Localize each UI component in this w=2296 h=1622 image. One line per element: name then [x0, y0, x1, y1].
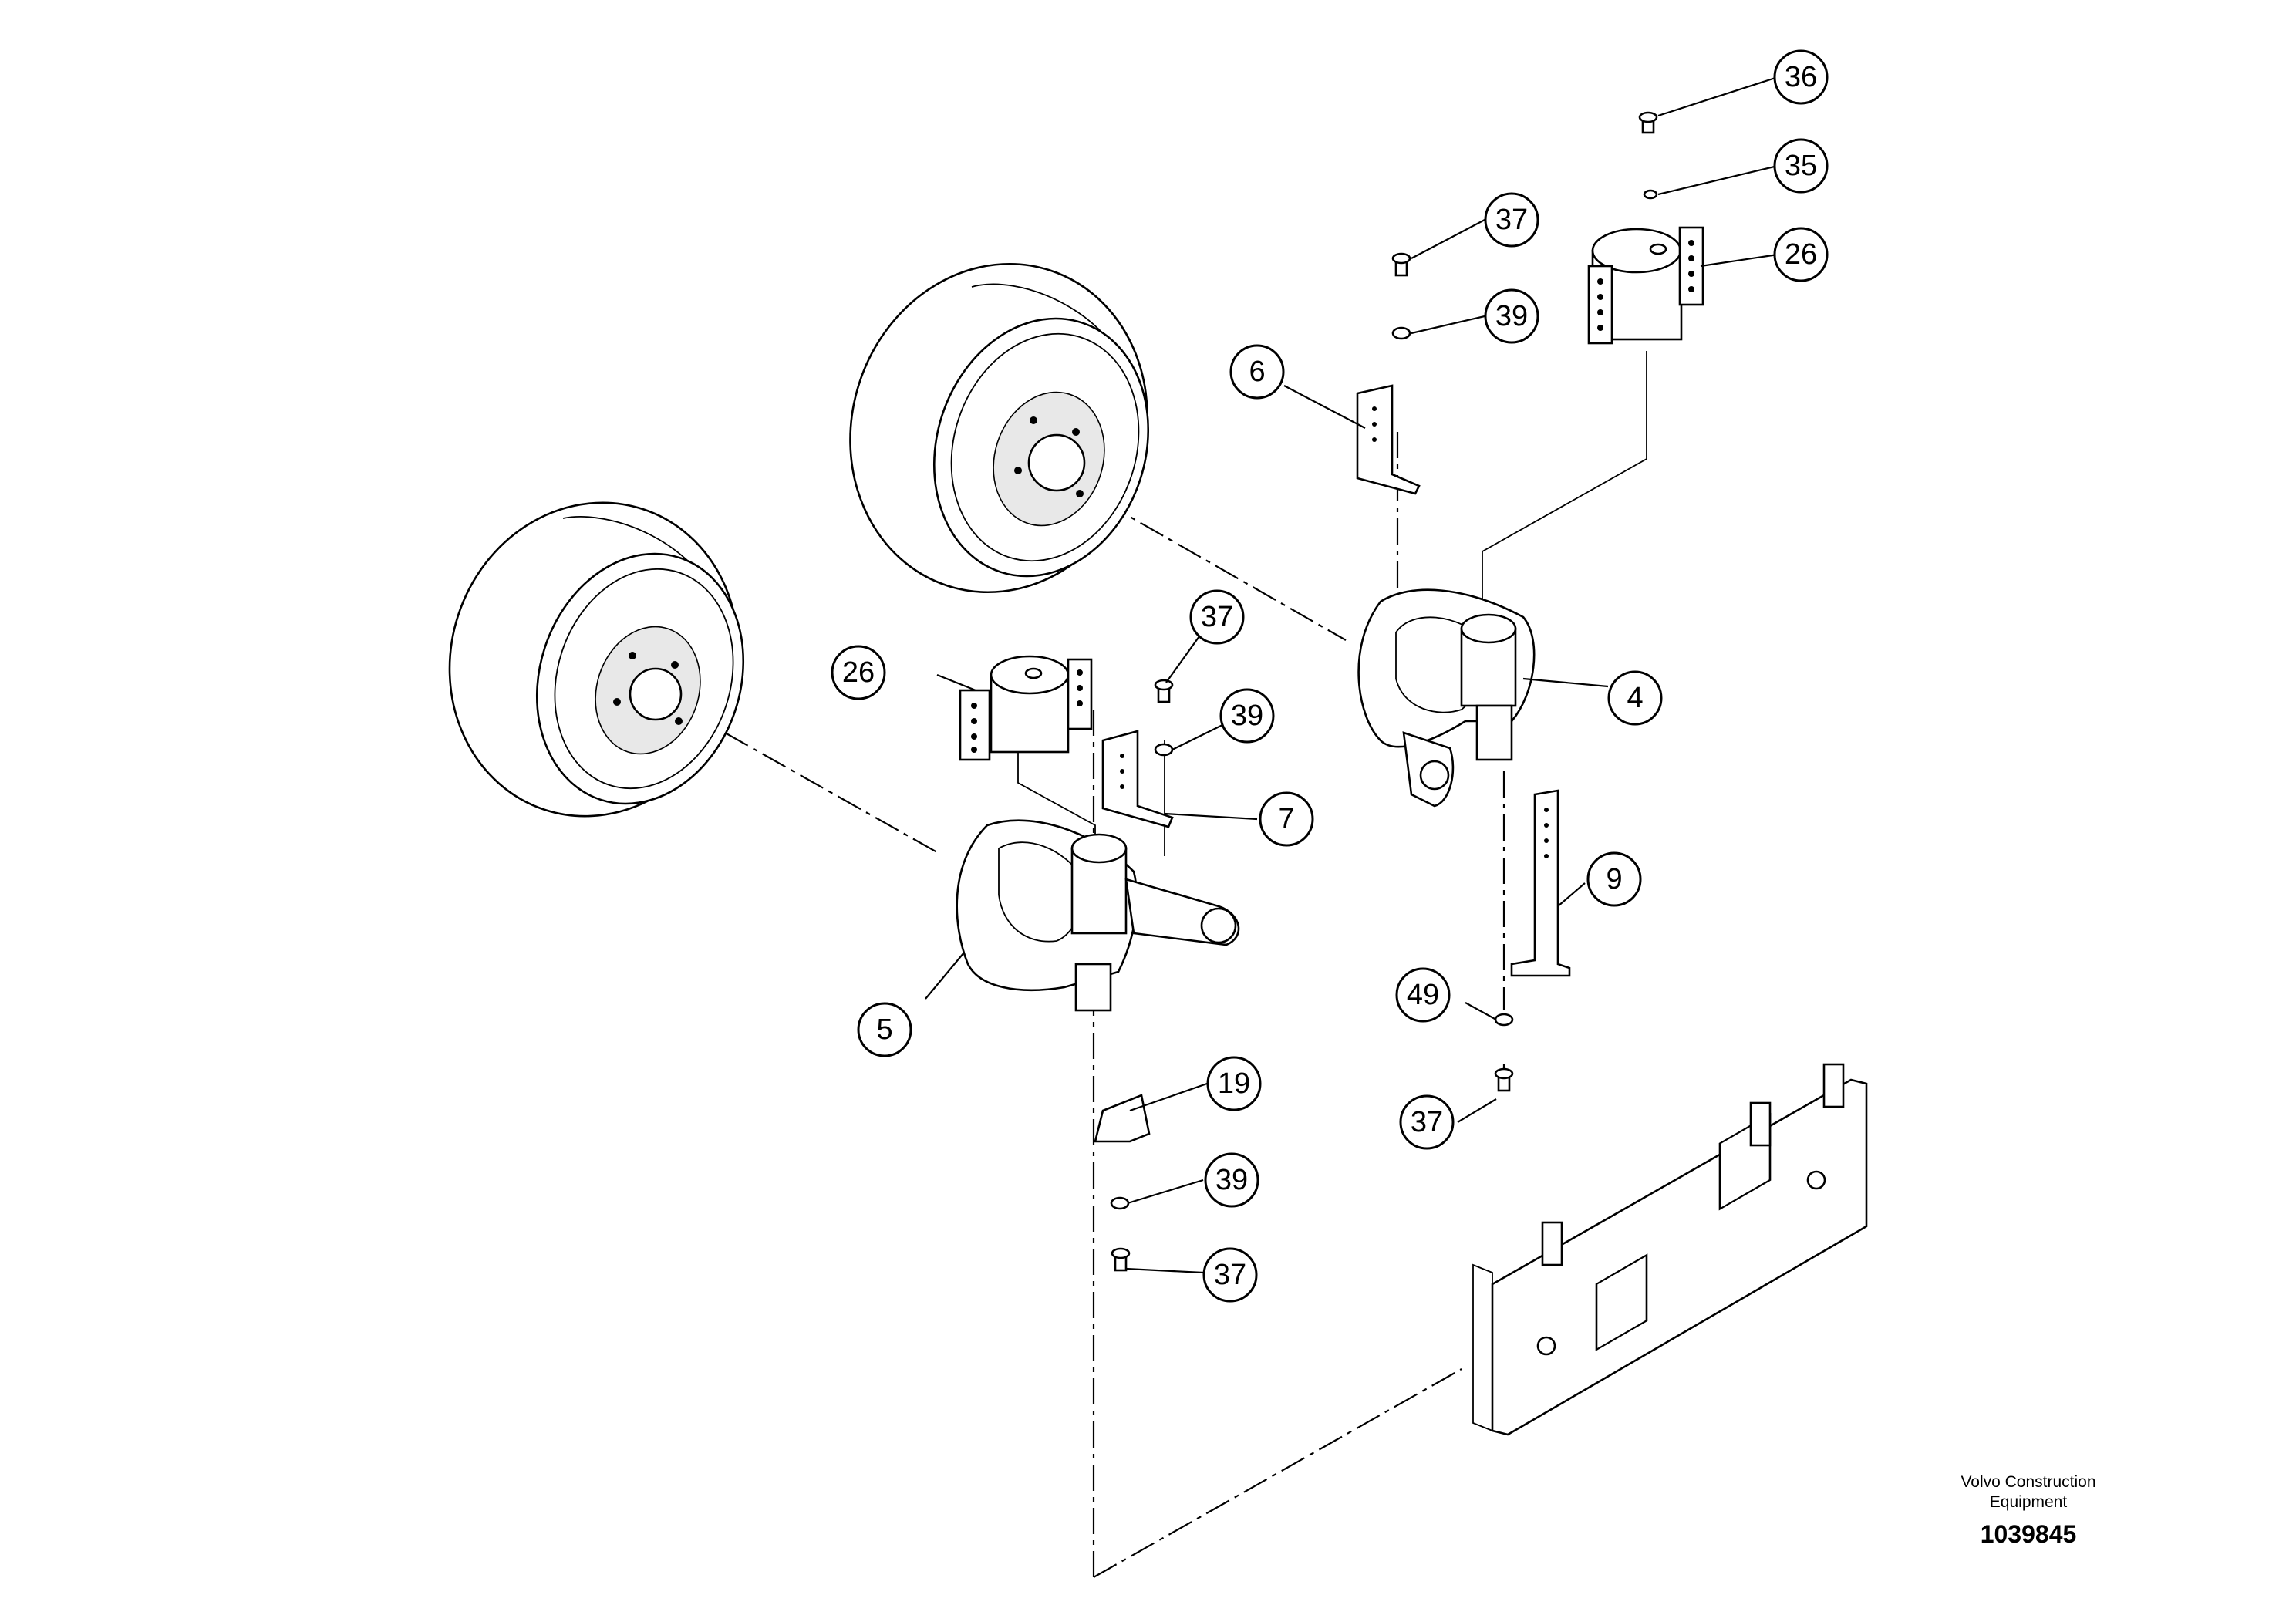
- callout-37-top-label: 37: [1495, 204, 1528, 236]
- callout-6: 6: [1229, 344, 1285, 400]
- assembly-center-lines: [724, 432, 1505, 1578]
- callout-35: 35: [1773, 138, 1829, 194]
- callout-35-label: 35: [1785, 150, 1817, 182]
- pivot-cylinder-upper: [1587, 226, 1704, 345]
- callout-19-label: 19: [1218, 1067, 1250, 1100]
- callout-39-top-label: 39: [1495, 300, 1528, 332]
- callout-39-low-label: 39: [1215, 1164, 1248, 1196]
- fork-4: [1357, 588, 1536, 808]
- callout-26-lower: 26: [831, 645, 886, 700]
- callout-5: 5: [857, 1002, 912, 1057]
- callout-49: 49: [1395, 967, 1451, 1023]
- drawing-number: 1039845: [1981, 1520, 2077, 1548]
- callout-36: 36: [1773, 49, 1829, 105]
- pivot-cylinder-lower: [959, 655, 1093, 761]
- callout-9-label: 9: [1606, 863, 1622, 895]
- callout-39-top: 39: [1484, 288, 1539, 344]
- company-name-line1: Volvo Construction: [1961, 1473, 2095, 1491]
- callout-9: 9: [1586, 851, 1642, 907]
- fasteners: [1110, 111, 1658, 1272]
- callout-19: 19: [1206, 1056, 1262, 1111]
- callout-39-mid-label: 39: [1231, 700, 1263, 732]
- callout-37-mid: 37: [1189, 589, 1245, 645]
- wheel-upper: [849, 262, 1150, 594]
- bracket-7: [1101, 730, 1174, 828]
- callout-5-label: 5: [876, 1013, 892, 1046]
- bracket-6: [1356, 384, 1421, 495]
- leader-lines: [925, 76, 1778, 1274]
- callout-26-upper-label: 26: [1785, 238, 1817, 271]
- bracket-19: [1094, 1094, 1151, 1143]
- callout-37-right: 37: [1399, 1094, 1455, 1150]
- callout-37-bottom: 37: [1202, 1247, 1258, 1303]
- callout-7-label: 7: [1278, 803, 1294, 835]
- callout-37-right-label: 37: [1411, 1106, 1443, 1138]
- callout-36-label: 36: [1785, 61, 1817, 93]
- bracket-9: [1510, 789, 1571, 977]
- callout-7: 7: [1259, 791, 1314, 847]
- wheel-lower: [448, 501, 745, 818]
- callout-39-low: 39: [1204, 1152, 1259, 1208]
- company-name-line2: Equipment: [1990, 1493, 2068, 1511]
- callout-4: 4: [1607, 670, 1663, 726]
- callout-4-label: 4: [1627, 682, 1643, 714]
- callout-37-top: 37: [1484, 192, 1539, 248]
- fork-5: [956, 819, 1240, 1012]
- callout-37-mid-label: 37: [1201, 601, 1233, 633]
- callout-26-upper: 26: [1773, 227, 1829, 282]
- callout-49-label: 49: [1407, 979, 1439, 1011]
- mounting-plate: [1472, 1063, 1868, 1436]
- callout-26-lower-label: 26: [842, 656, 875, 689]
- title-block: Volvo Construction Equipment 1039845: [1961, 1473, 2095, 1548]
- callout-6-label: 6: [1249, 356, 1265, 388]
- callout-37-bottom-label: 37: [1214, 1259, 1246, 1291]
- callout-39-mid: 39: [1219, 688, 1275, 744]
